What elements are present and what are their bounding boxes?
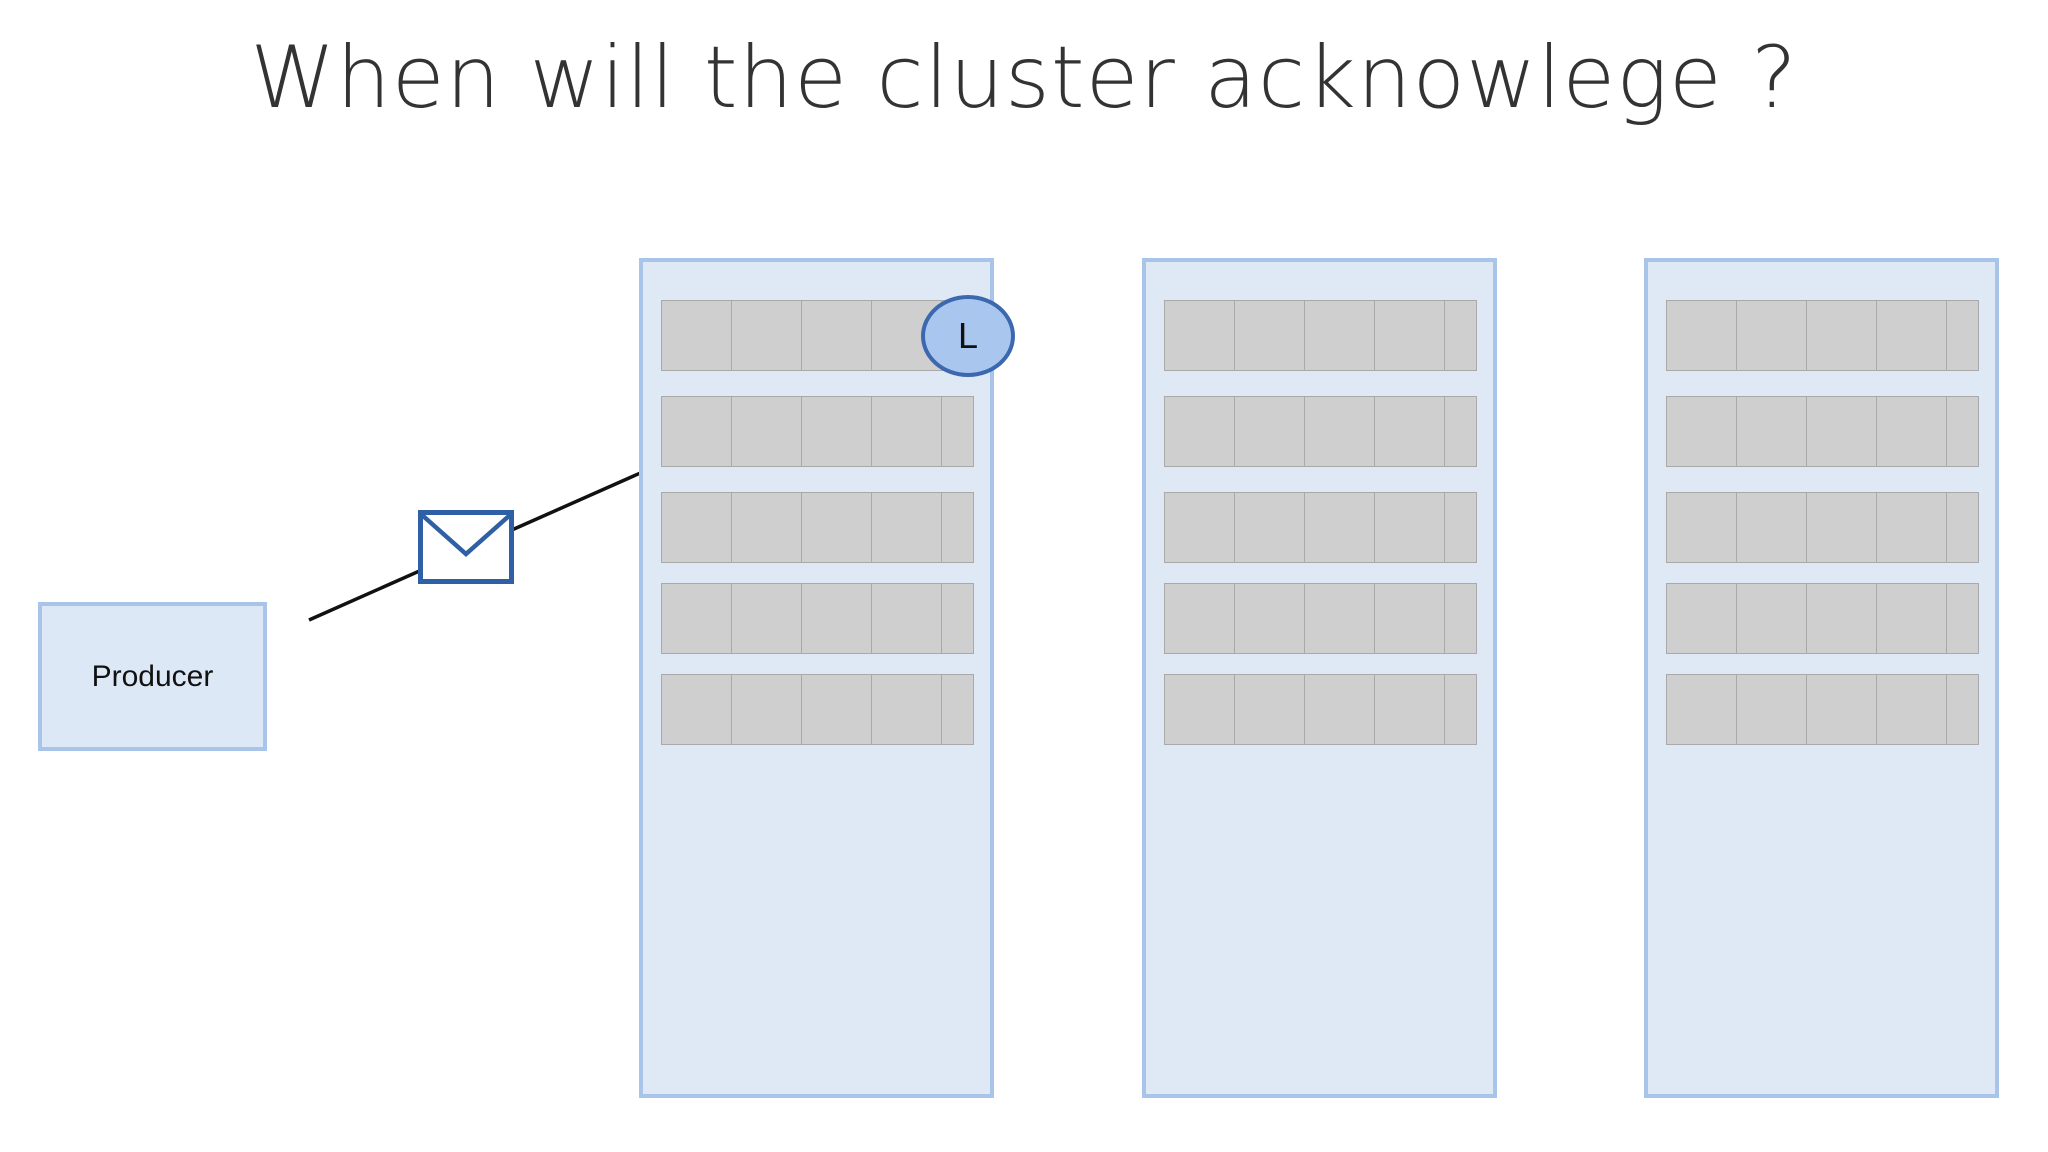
partition-row (1164, 583, 1477, 654)
broker-2 (1142, 258, 1497, 1098)
partition-row (1666, 583, 1979, 654)
partition-row (1666, 674, 1979, 745)
partition-row (1164, 492, 1477, 563)
partition-row (1666, 492, 1979, 563)
partition-row (661, 583, 974, 654)
partition-row (1164, 396, 1477, 467)
partition-row (1164, 300, 1477, 371)
partition-row (1666, 396, 1979, 467)
broker-3 (1644, 258, 1999, 1098)
producer-box: Producer (38, 602, 267, 751)
diagram-title: When will the cluster acknowlege ? (250, 28, 1798, 128)
envelope-icon (418, 510, 514, 584)
partition-row (661, 396, 974, 467)
leader-badge-icon: L (921, 295, 1015, 377)
partition-row (1164, 674, 1477, 745)
partition-row (661, 674, 974, 745)
partition-row (1666, 300, 1979, 371)
partition-row (661, 492, 974, 563)
broker-1 (639, 258, 994, 1098)
leader-label: L (957, 315, 979, 356)
producer-label: Producer (91, 659, 214, 693)
